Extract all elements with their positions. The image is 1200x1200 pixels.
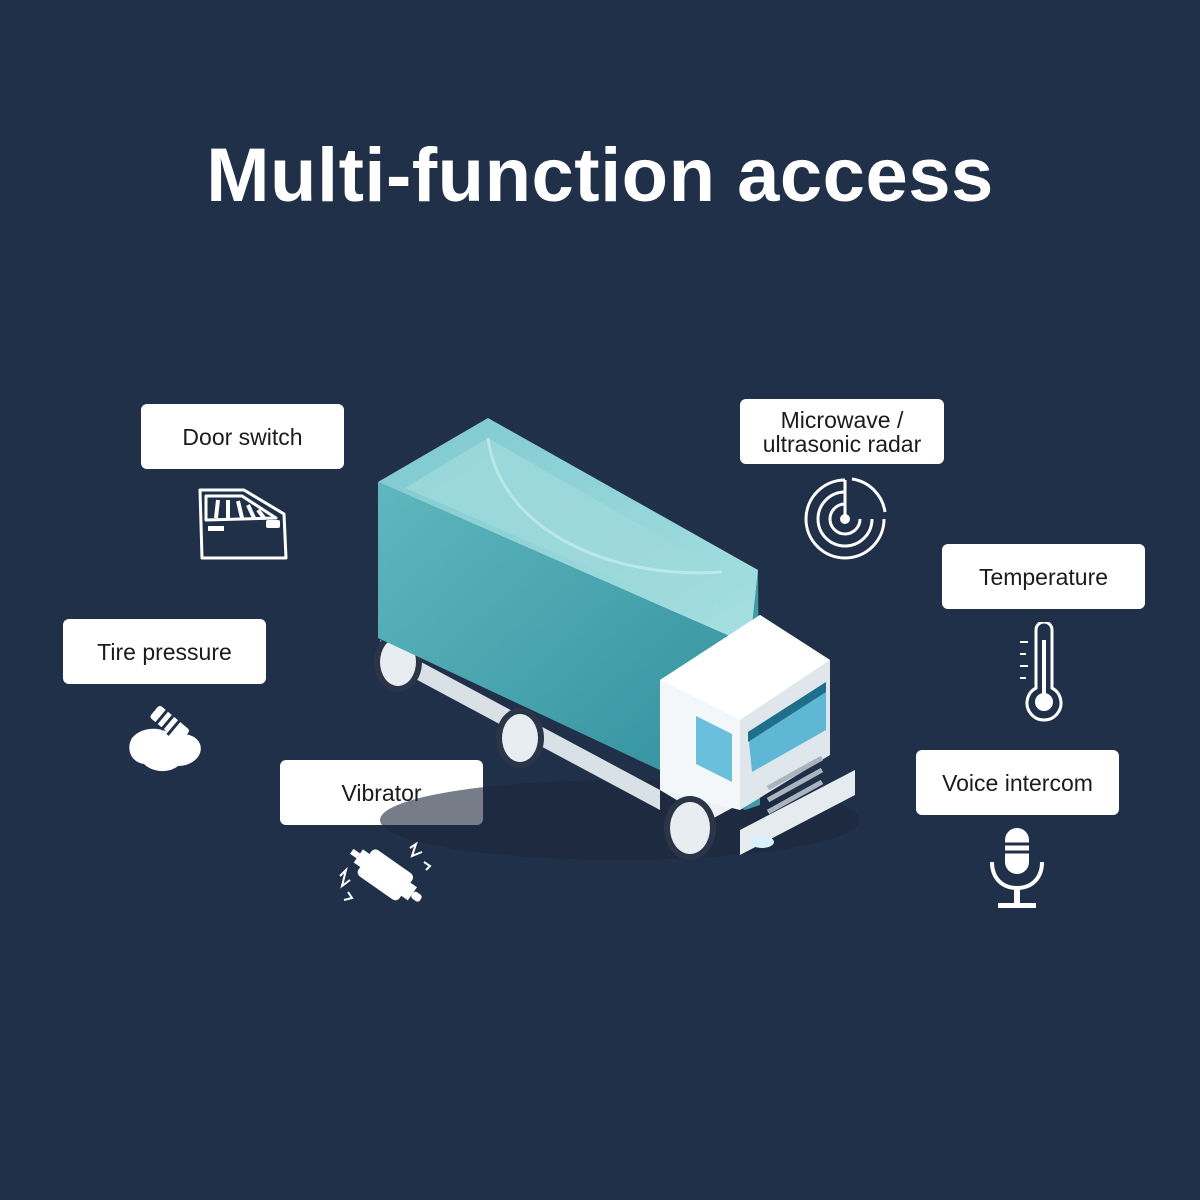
temperature-label: Temperature (942, 544, 1145, 609)
thermometer-icon (1020, 622, 1063, 722)
radar-text-line1: Microwave / (780, 406, 904, 433)
door-icon (198, 488, 288, 560)
radar-icon (804, 477, 887, 560)
tire-pressure-text: Tire pressure (97, 638, 232, 665)
door-switch-label: Door switch (141, 404, 344, 469)
truck-illustration (374, 418, 860, 860)
vibration-motor-icon (339, 841, 432, 902)
tire-sensor-icon (129, 705, 201, 772)
radar-text-line2: ultrasonic radar (762, 430, 922, 457)
voice-intercom-label: Voice intercom (916, 750, 1119, 815)
page-title: Multi-function access (206, 133, 994, 218)
microphone-icon (990, 828, 1044, 908)
temperature-text: Temperature (978, 563, 1109, 590)
voice-intercom-text: Voice intercom (942, 769, 1093, 796)
vibrator-text: Vibrator (341, 779, 422, 806)
tire-pressure-label: Tire pressure (63, 619, 266, 684)
radar-label: Microwave / ultrasonic radar (740, 399, 944, 464)
door-switch-text: Door switch (182, 423, 303, 450)
